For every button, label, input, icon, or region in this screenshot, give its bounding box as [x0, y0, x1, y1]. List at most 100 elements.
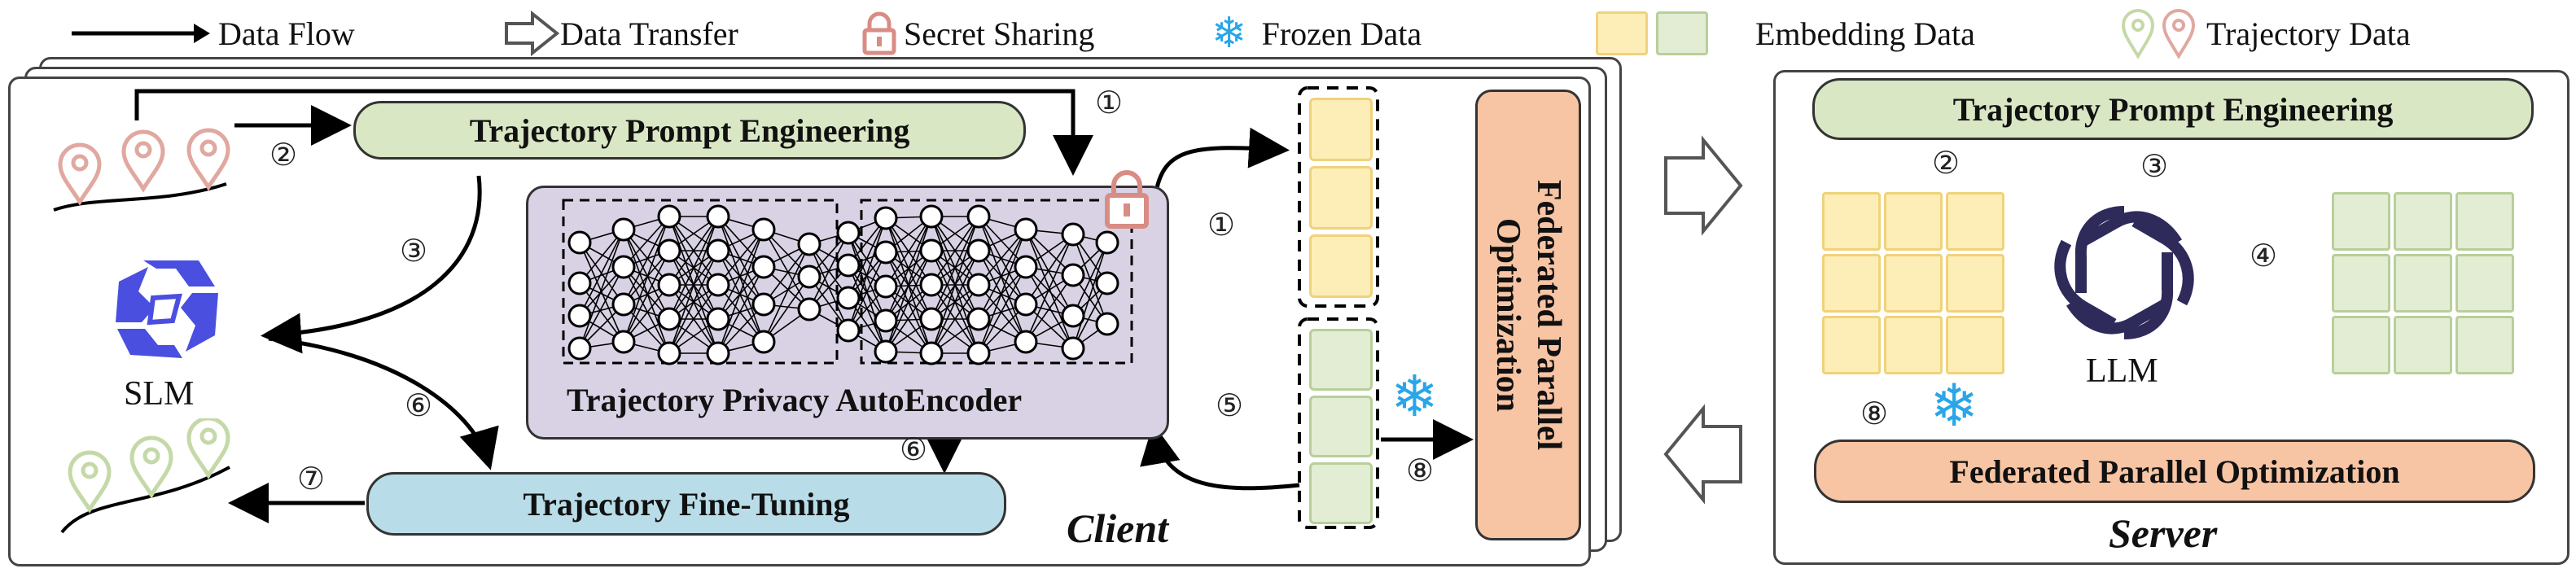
nn-node	[611, 217, 636, 242]
nn-edge	[931, 284, 979, 354]
nn-node	[919, 341, 944, 365]
yellow-embedding-cell	[1822, 316, 1881, 374]
nn-node	[836, 286, 861, 310]
nn-edge	[1025, 234, 1074, 343]
nn-node	[1095, 312, 1119, 336]
nn-edge	[885, 284, 932, 352]
nn-edge	[848, 252, 887, 331]
nn-node	[567, 230, 592, 255]
nn-node	[706, 238, 730, 263]
nn-edge	[717, 229, 764, 286]
nn-edge	[717, 216, 764, 343]
snowflake-icon: ❄	[1211, 9, 1247, 58]
trajectory-output-pins	[60, 418, 230, 534]
yellow-stack-border	[1298, 86, 1379, 308]
nn-edge	[668, 216, 719, 320]
nn-node	[751, 217, 776, 242]
nn-node	[919, 273, 944, 297]
nn-node	[1061, 304, 1085, 328]
green-stack-border	[1298, 317, 1379, 529]
green-embedding-cell	[1309, 329, 1373, 391]
lock-icon	[1105, 170, 1149, 229]
nn-node	[706, 307, 730, 331]
nn-edge	[579, 229, 624, 317]
green-embedding-cell	[2394, 316, 2452, 374]
legend-data-flow: Data Flow	[72, 5, 355, 62]
flow-arrow-1	[134, 89, 1093, 176]
autoencoder-label: Trajectory Privacy AutoEncoder	[567, 382, 1023, 418]
legend-data-transfer: Data Transfer	[503, 5, 738, 62]
nn-edge	[808, 232, 849, 310]
step-1-marker: ①	[1094, 85, 1124, 120]
snowflake-icon: ❄	[1391, 363, 1439, 430]
nn-edge	[1025, 229, 1074, 317]
yellow-embedding-cell	[1309, 98, 1373, 161]
nn-edge	[623, 250, 670, 343]
nn-node	[919, 238, 944, 263]
llm-label: LLM	[2086, 352, 2158, 390]
nn-edge	[885, 250, 932, 352]
green-embedding-cell	[2456, 254, 2514, 313]
step-8-marker: ⑧	[1860, 396, 1889, 431]
nn-edge	[1025, 274, 1074, 343]
client-fine-tuning-label: Trajectory Fine-Tuning	[523, 485, 850, 523]
nn-node	[919, 307, 944, 331]
nn-edge	[885, 216, 932, 321]
server-yellow-embedding-grid	[1822, 192, 2004, 374]
nn-edge	[1072, 242, 1108, 317]
nn-edge	[717, 216, 764, 305]
client-prompt-engineering-label: Trajectory Prompt Engineering	[469, 112, 910, 149]
legend-trajectory-data: Trajectory Data	[2120, 5, 2411, 62]
nn-node	[836, 221, 861, 245]
nn-node	[706, 204, 730, 229]
nn-edge	[717, 266, 764, 354]
step-1b-marker: ①	[1207, 207, 1236, 243]
nn-node	[567, 336, 592, 361]
server-federated-label: Federated Parallel Optimization	[1949, 453, 2400, 490]
nn-edge	[848, 217, 887, 331]
nn-edge	[623, 216, 670, 343]
nn-node	[751, 330, 776, 354]
nn-edge	[623, 229, 670, 320]
nn-edge	[978, 250, 1027, 305]
nn-edge	[978, 216, 1027, 305]
server-title: Server	[2109, 510, 2218, 556]
slm-label: SLM	[124, 375, 195, 413]
snowflake-icon: ❄	[1930, 371, 1979, 440]
yellow-embedding-cell	[1884, 192, 1943, 251]
nn-edge	[978, 216, 1027, 343]
nn-node	[657, 341, 681, 365]
step-2-marker: ②	[269, 137, 298, 173]
nn-node	[1014, 292, 1038, 317]
nn-node	[836, 318, 861, 343]
legend-frozen-data: ❄ Frozen Data	[1211, 5, 1422, 62]
green-embedding-cell	[1309, 462, 1373, 524]
nn-node	[919, 204, 944, 229]
yellow-embedding-cell	[1309, 166, 1373, 230]
arrow-icon	[72, 24, 210, 43]
nn-edge	[763, 229, 810, 310]
nn-edge	[579, 266, 624, 349]
nn-edge	[978, 250, 1027, 343]
nn-edge	[931, 216, 979, 286]
yellow-cell-icon	[1596, 11, 1648, 55]
nn-edge	[978, 229, 1027, 320]
green-embedding-cell	[2332, 192, 2390, 251]
client-fine-tuning: Trajectory Fine-Tuning	[366, 472, 1006, 536]
nn-node	[874, 339, 898, 364]
trajectory-input-pins	[53, 128, 230, 212]
lock-icon	[862, 11, 896, 55]
nn-edge	[848, 217, 887, 299]
nn-edge	[978, 284, 1027, 343]
flow-arrow-1b	[1154, 127, 1290, 193]
nn-node	[657, 238, 681, 263]
legend-label: Embedding Data	[1755, 15, 1975, 52]
nn-edge	[623, 266, 670, 354]
legend-label: Trajectory Data	[2206, 15, 2411, 52]
nn-edge	[1025, 234, 1074, 305]
server-green-embedding-grid	[2332, 192, 2514, 374]
step-7-marker: ⑦	[296, 461, 326, 496]
legend-secret-sharing: Secret Sharing	[861, 5, 1094, 62]
nn-edge	[717, 284, 764, 343]
